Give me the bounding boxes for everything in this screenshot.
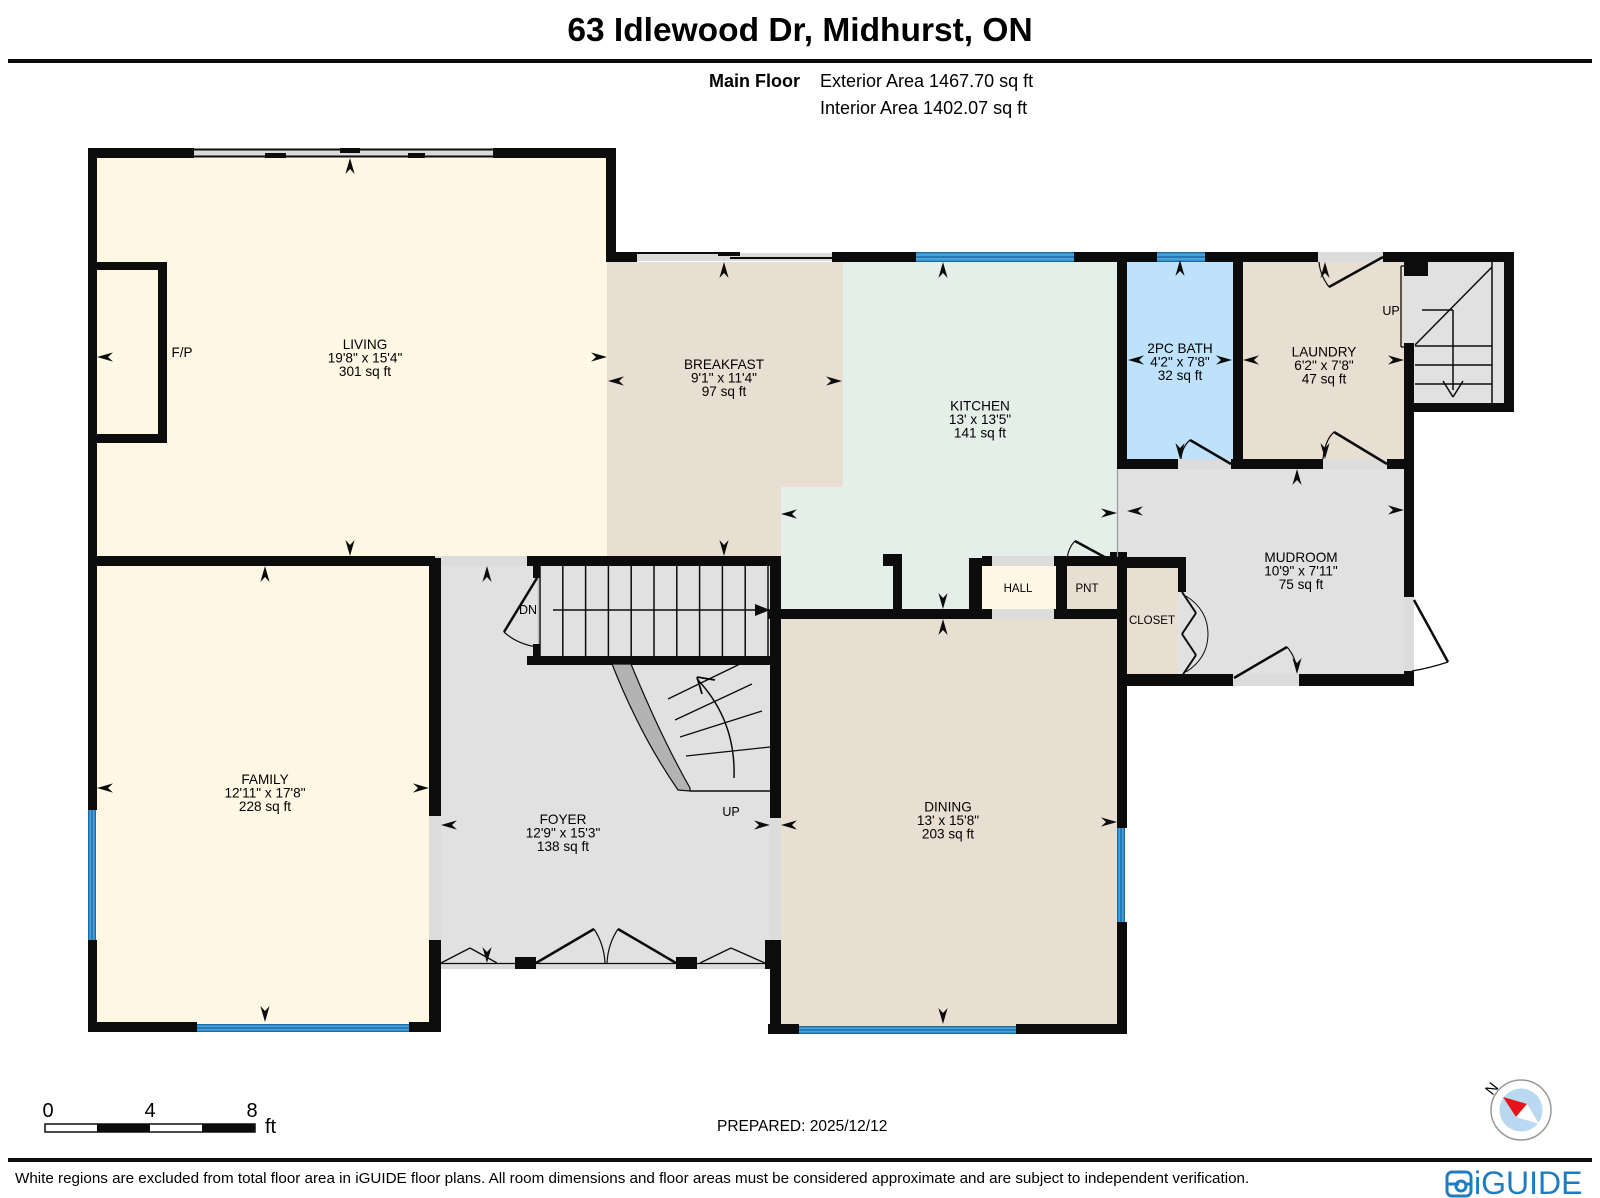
svg-text:4: 4 xyxy=(144,1100,155,1122)
svg-text:12'9" x 15'3": 12'9" x 15'3" xyxy=(526,826,601,841)
svg-text:LIVING: LIVING xyxy=(343,337,388,352)
svg-text:ft: ft xyxy=(265,1116,277,1138)
svg-text:10'9" x 7'11": 10'9" x 7'11" xyxy=(1264,564,1338,579)
svg-text:FAMILY: FAMILY xyxy=(241,772,288,787)
svg-text:F/P: F/P xyxy=(171,345,192,360)
svg-text:13' x 13'5": 13' x 13'5" xyxy=(949,412,1011,427)
svg-text:UP: UP xyxy=(1382,304,1399,318)
svg-text:8: 8 xyxy=(246,1100,257,1122)
svg-text:4'2" x 7'8": 4'2" x 7'8" xyxy=(1150,355,1210,370)
svg-text:KITCHEN: KITCHEN xyxy=(950,399,1010,414)
svg-text:228 sq ft: 228 sq ft xyxy=(239,799,291,814)
svg-text:White regions are excluded fro: White regions are excluded from total fl… xyxy=(15,1170,1249,1187)
svg-text:2PC BATH: 2PC BATH xyxy=(1147,341,1212,356)
svg-text:PNT: PNT xyxy=(1076,583,1099,595)
svg-text:6'2" x 7'8": 6'2" x 7'8" xyxy=(1294,358,1354,373)
svg-text:CLOSET: CLOSET xyxy=(1129,615,1175,627)
svg-text:301 sq ft: 301 sq ft xyxy=(339,364,391,379)
svg-text:Exterior Area 1467.70 sq ft: Exterior Area 1467.70 sq ft xyxy=(820,71,1033,91)
svg-text:13' x 15'8": 13' x 15'8" xyxy=(917,813,979,828)
svg-text:HALL: HALL xyxy=(1004,583,1033,595)
svg-text:Interior Area 1402.07 sq ft: Interior Area 1402.07 sq ft xyxy=(820,98,1027,118)
svg-text:75 sq ft: 75 sq ft xyxy=(1279,577,1324,592)
svg-text:BREAKFAST: BREAKFAST xyxy=(684,357,764,372)
svg-text:32 sq ft: 32 sq ft xyxy=(1158,368,1203,383)
svg-text:97 sq ft: 97 sq ft xyxy=(702,384,747,399)
svg-text:MUDROOM: MUDROOM xyxy=(1264,550,1337,565)
svg-text:UP: UP xyxy=(722,805,739,819)
svg-text:DINING: DINING xyxy=(924,800,972,815)
svg-text:iGUIDE: iGUIDE xyxy=(1474,1165,1582,1198)
svg-text:DN: DN xyxy=(519,603,537,617)
svg-text:203 sq ft: 203 sq ft xyxy=(922,827,974,842)
svg-text:141 sq ft: 141 sq ft xyxy=(954,426,1006,441)
svg-text:0: 0 xyxy=(42,1100,53,1122)
svg-text:63 Idlewood Dr, Midhurst, ON: 63 Idlewood Dr, Midhurst, ON xyxy=(567,12,1032,49)
svg-text:PREPARED: 2025/12/12: PREPARED: 2025/12/12 xyxy=(717,1118,887,1135)
svg-text:19'8" x 15'4": 19'8" x 15'4" xyxy=(328,351,403,366)
svg-text:FOYER: FOYER xyxy=(540,812,587,827)
svg-text:LAUNDRY: LAUNDRY xyxy=(1292,345,1357,360)
svg-text:Main Floor: Main Floor xyxy=(709,71,800,91)
svg-text:9'1" x 11'4": 9'1" x 11'4" xyxy=(691,371,757,386)
svg-text:47 sq ft: 47 sq ft xyxy=(1302,372,1347,387)
svg-text:138 sq ft: 138 sq ft xyxy=(537,839,589,854)
svg-text:12'11" x 17'8": 12'11" x 17'8" xyxy=(224,786,305,801)
